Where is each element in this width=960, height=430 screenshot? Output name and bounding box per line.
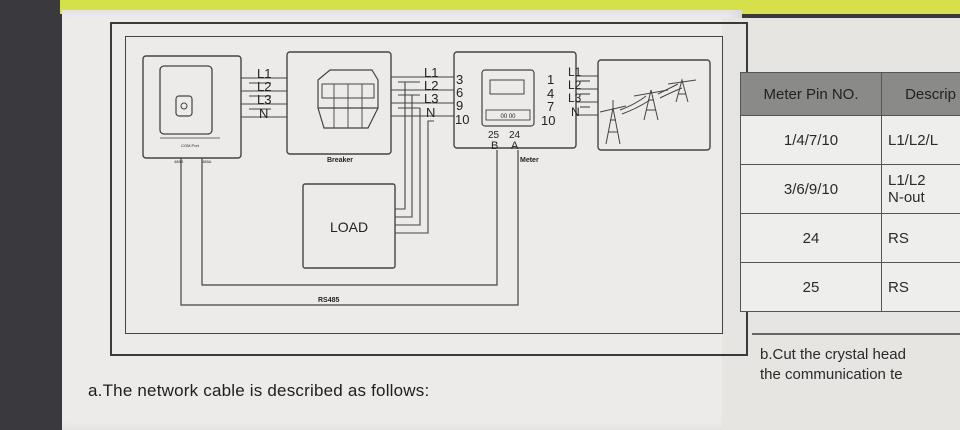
inv-label-l1: L1 (257, 66, 271, 81)
inverter-output-wires (241, 77, 287, 118)
desc-cell: RS (881, 213, 960, 263)
cut-crystal-line-1: b.Cut the crystal head (760, 346, 906, 363)
header-meter-pin: Meter Pin NO. (740, 72, 882, 116)
network-cable-heading: a.The network cable is described as foll… (88, 381, 430, 400)
grid-label-n: N (571, 105, 580, 119)
svg-text:COM Port: COM Port (181, 143, 200, 148)
pin-cell: 1/4/7/10 (740, 115, 882, 165)
rs485-cables (180, 150, 519, 306)
meter-left-pin-10: 10 (455, 112, 469, 127)
grid-label-l2: L2 (568, 78, 582, 92)
header-description: Descrip (881, 72, 960, 116)
grid-wires (576, 75, 598, 116)
inv-label-l2: L2 (257, 79, 271, 94)
meter-label: Meter (520, 157, 539, 164)
right-page-divider (752, 333, 960, 335)
desc-cell: RS (881, 262, 960, 312)
meter-right-pin-7: 7 (547, 99, 554, 114)
meter-pin-25: 25 (488, 130, 500, 141)
svg-text:00 00: 00 00 (500, 114, 516, 120)
meter-left-pin-6: 6 (456, 85, 463, 100)
meter-pin-24: 24 (509, 130, 521, 141)
load-device: LOAD (302, 183, 396, 269)
meter-device: 00 00 Meter (453, 51, 577, 164)
meter-pin-table: Meter Pin NO. Descrip 1/4/7/10 L1/L2/L 3… (740, 72, 960, 312)
diagram-inner-frame (125, 36, 723, 334)
brk-label-l2: L2 (424, 78, 438, 93)
meter-right-pin-4: 4 (547, 86, 554, 101)
breaker-label: Breaker (327, 157, 353, 164)
inverter-port-b: 485B (174, 159, 184, 164)
load-wires (395, 82, 434, 234)
table-row: 25 RS (740, 262, 960, 312)
inv-label-n: N (259, 106, 268, 121)
brk-label-l1: L1 (424, 65, 438, 80)
pin-cell: 3/6/9/10 (740, 164, 882, 214)
grid-label-l1: L1 (568, 65, 582, 79)
table-row: 1/4/7/10 L1/L2/L (740, 115, 960, 165)
pin-cell: 24 (740, 213, 882, 263)
grid-label-l3: L3 (568, 91, 582, 105)
cut-crystal-line-2: the communication te (760, 366, 903, 383)
breaker-output-wires (391, 76, 454, 117)
meter-pin-b: B (491, 140, 498, 152)
grid-pylon-device (597, 59, 711, 151)
brk-label-l3: L3 (424, 91, 438, 106)
meter-right-pin-1: 1 (547, 72, 554, 87)
inverter-device: COM Port 485B 485A (142, 55, 242, 164)
table-header-row: Meter Pin NO. Descrip (740, 72, 960, 116)
inv-label-l3: L3 (257, 92, 271, 107)
meter-left-pin-3: 3 (456, 72, 463, 87)
load-label: LOAD (330, 219, 368, 235)
brk-label-n: N (426, 105, 435, 120)
table-row: 24 RS (740, 213, 960, 263)
desc-cell: L1/L2/L (881, 115, 960, 165)
meter-right-pin-10: 10 (541, 113, 555, 128)
breaker-device: Breaker (286, 51, 392, 164)
manual-left-page (62, 10, 742, 430)
pin-cell: 25 (740, 262, 882, 312)
inverter-port-a: 485A (202, 159, 212, 164)
meter-left-pin-9: 9 (456, 98, 463, 113)
meter-pin-a: A (511, 140, 519, 152)
cut-crystal-instructions: b.Cut the crystal head the communication… (760, 345, 906, 385)
rs485-label: RS485 (318, 297, 340, 304)
